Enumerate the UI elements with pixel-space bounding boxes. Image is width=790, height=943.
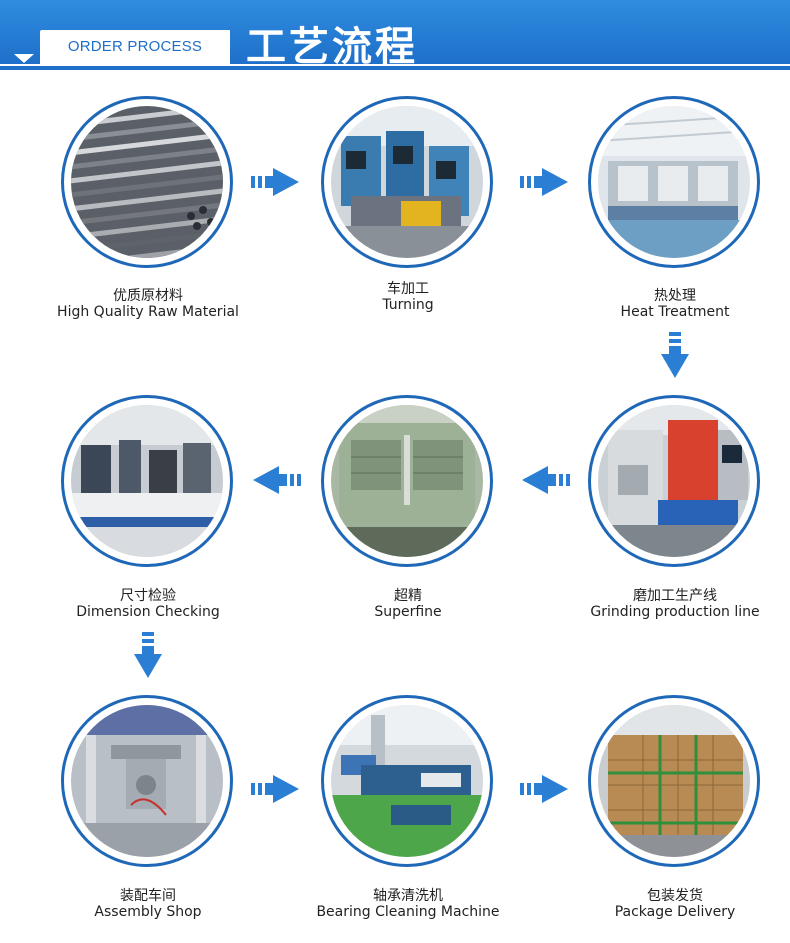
packaged-pallets-photo <box>598 705 750 857</box>
step-2-en: Turning <box>382 297 434 313</box>
superfine-machine-photo <box>331 405 483 557</box>
step-2-circle <box>321 96 493 268</box>
step-5-zh: 超精 <box>394 588 422 604</box>
page-title: 工艺流程 <box>246 24 418 70</box>
banner-subtitle: ORDER PROCESS <box>67 38 203 55</box>
arrow-right-icon <box>251 775 299 803</box>
step-4-en: Grinding production line <box>590 604 760 620</box>
step-6-caption: 尺寸检验 Dimension Checking <box>18 588 278 621</box>
step-3-caption: 热处理 Heat Treatment <box>545 288 790 321</box>
step-3-circle <box>588 96 760 268</box>
step-1-en: High Quality Raw Material <box>57 304 239 320</box>
step-2-zh: 车加工 <box>387 281 429 297</box>
step-9-circle <box>588 695 760 867</box>
step-8-caption: 轴承清洗机 Bearing Cleaning Machine <box>278 888 538 921</box>
arrow-left-icon <box>253 466 301 494</box>
step-1-zh: 优质原材料 <box>113 288 183 304</box>
step-9-en: Package Delivery <box>614 904 736 920</box>
arrow-down-icon <box>661 332 689 378</box>
step-1-caption: 优质原材料 High Quality Raw Material <box>18 288 278 321</box>
heat-treatment-line-photo <box>598 106 750 258</box>
step-5-caption: 超精 Superfine <box>278 588 538 621</box>
assembly-machine-photo <box>71 705 223 857</box>
cleaning-machine-photo <box>331 705 483 857</box>
step-6-en: Dimension Checking <box>76 604 220 620</box>
step-8-en: Bearing Cleaning Machine <box>316 904 500 920</box>
step-5-circle <box>321 395 493 567</box>
caret-down-icon <box>14 54 34 63</box>
arrow-left-icon <box>522 466 570 494</box>
step-9-zh: 包装发货 <box>647 888 703 904</box>
steel-bars-photo <box>71 106 223 258</box>
measuring-instruments-photo <box>71 405 223 557</box>
turning-machines-photo <box>331 106 483 258</box>
step-6-zh: 尺寸检验 <box>120 588 176 604</box>
step-7-zh: 装配车间 <box>120 888 176 904</box>
step-1-circle <box>61 96 233 268</box>
step-3-zh: 热处理 <box>654 288 696 304</box>
step-7-circle <box>61 695 233 867</box>
arrow-right-icon <box>520 775 568 803</box>
step-5-en: Superfine <box>374 604 442 620</box>
arrow-right-icon <box>251 168 299 196</box>
grinding-machine-photo <box>598 405 750 557</box>
banner-underline <box>0 66 790 70</box>
banner-label-box <box>40 30 230 64</box>
header-banner: ORDER PROCESS 工艺流程 <box>0 0 790 74</box>
step-4-caption: 磨加工生产线 Grinding production line <box>545 588 790 621</box>
arrow-down-icon <box>134 632 162 678</box>
step-9-caption: 包装发货 Package Delivery <box>545 888 790 921</box>
step-6-circle <box>61 395 233 567</box>
step-3-en: Heat Treatment <box>620 304 730 320</box>
arrow-right-icon <box>520 168 568 196</box>
step-7-caption: 装配车间 Assembly Shop <box>18 888 278 921</box>
step-4-zh: 磨加工生产线 <box>633 588 717 604</box>
step-7-en: Assembly Shop <box>94 904 202 920</box>
step-2-caption: 车加工 Turning <box>278 281 538 314</box>
step-4-circle <box>588 395 760 567</box>
step-8-zh: 轴承清洗机 <box>373 888 443 904</box>
step-8-circle <box>321 695 493 867</box>
